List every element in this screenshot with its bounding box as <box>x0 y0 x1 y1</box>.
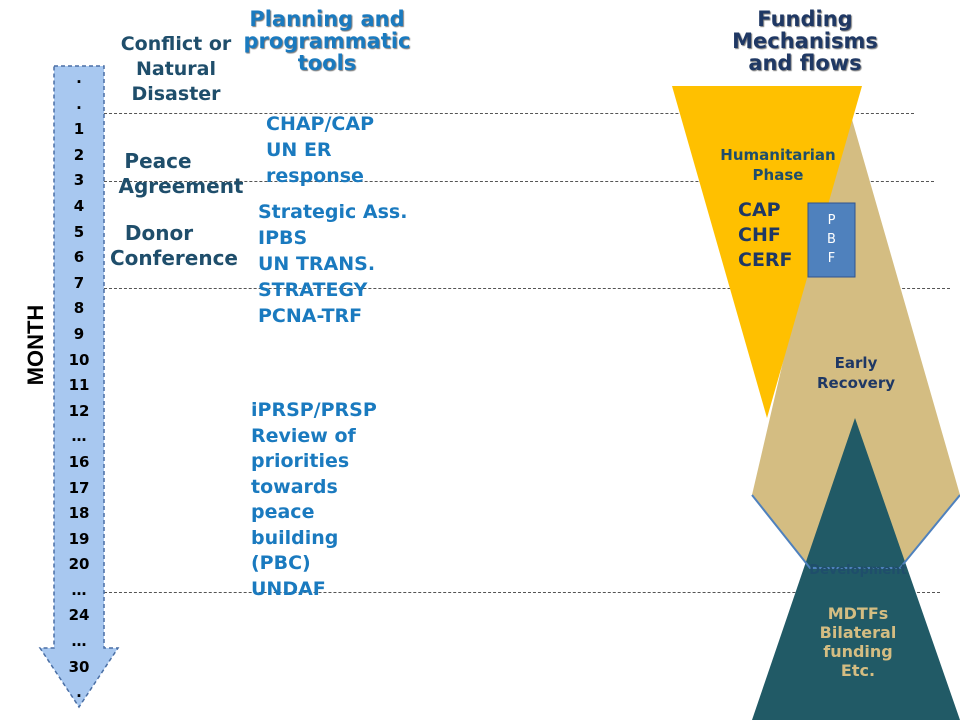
tool-line: CHAP/CAP <box>266 113 374 135</box>
tool-line: STRATEGY <box>258 279 368 301</box>
month-tick: 16 <box>68 452 90 471</box>
event-line: Conflict or <box>120 33 232 55</box>
label-line: Humanitarian <box>720 146 836 164</box>
event-line: Disaster <box>131 83 221 105</box>
tool-line: IPBS <box>258 227 308 249</box>
tool-line: UN ER <box>266 139 332 161</box>
month-tick: 30 <box>68 657 90 676</box>
month-tick: … <box>71 632 87 651</box>
month-tick: 17 <box>68 478 90 497</box>
event-conflict: Conflict or Natural Disaster <box>106 32 246 107</box>
month-tick: . <box>76 94 82 113</box>
humanitarian-phase-label: Humanitarian Phase <box>688 145 868 185</box>
month-tick: 20 <box>68 555 90 574</box>
development-mechanisms: MDTFs Bilateral funding Etc. <box>786 604 930 680</box>
tool-line: priorities <box>251 450 350 472</box>
month-tick: . <box>76 683 82 702</box>
month-tick: 1 <box>73 120 85 139</box>
tool-line: peace <box>251 501 315 523</box>
month-tick: 4 <box>73 196 85 215</box>
tool-line: towards <box>251 475 338 498</box>
pbf-letter: F <box>827 251 836 266</box>
funding-header-line: Mechanisms <box>732 29 878 53</box>
label-line: Phase <box>752 166 804 184</box>
mechanism-line: Etc. <box>840 661 876 680</box>
mechanism-line: Bilateral <box>819 623 897 642</box>
separator-line-undaf <box>104 592 940 593</box>
early-recovery-label: Early Recovery <box>796 353 916 393</box>
mechanism-line: CHF <box>738 224 781 246</box>
month-tick: 11 <box>68 376 90 395</box>
tools-iprsp: iPRSP/PRSP Review of priorities towards … <box>251 398 377 602</box>
month-tick: 12 <box>68 401 90 420</box>
pbf-letter: B <box>827 232 836 247</box>
month-tick: 3 <box>73 171 85 190</box>
month-tick: . <box>76 69 82 87</box>
month-tick: 5 <box>73 222 85 241</box>
event-peace-agreement: Peace Agreement <box>106 149 256 199</box>
month-tick: 8 <box>73 299 85 318</box>
label-line: Early <box>834 354 878 372</box>
planning-header-line: programmatic <box>243 29 411 53</box>
event-line: Agreement <box>118 174 244 198</box>
event-donor-conference: Donor Conference <box>104 221 244 271</box>
mechanism-line: MDTFs <box>827 604 889 623</box>
humanitarian-mechanisms: CAP CHF CERF <box>738 198 793 273</box>
month-tick: … <box>71 580 87 599</box>
humanitarian-triangle <box>672 86 862 418</box>
event-line: Donor <box>124 221 194 245</box>
month-tick: 9 <box>73 324 85 343</box>
planning-header: Planning and programmatic tools <box>232 8 422 74</box>
mechanism-line: funding <box>823 642 893 661</box>
tool-line: building <box>251 526 339 549</box>
tool-line: Review of <box>251 424 356 447</box>
month-tick: 6 <box>73 248 85 267</box>
tools-strategic: Strategic Ass. IPBS UN TRANS. STRATEGY P… <box>258 199 407 329</box>
month-tick: 19 <box>68 529 90 548</box>
tool-line: Strategic Ass. <box>258 201 408 223</box>
tool-line: UN TRANS. <box>258 253 376 275</box>
event-line: Conference <box>109 246 238 270</box>
tool-line: iPRSP/PRSP <box>251 399 377 421</box>
pbf-label: P B F <box>808 211 855 268</box>
funding-header: Funding Mechanisms and flows <box>710 8 900 74</box>
mechanism-line: CAP <box>738 199 781 221</box>
separator-line-peace <box>104 181 934 182</box>
tools-chap: CHAP/CAP UN ER response <box>266 111 374 189</box>
funding-header-line: Funding <box>757 7 853 31</box>
planning-header-line: tools <box>297 51 357 75</box>
month-tick: 24 <box>68 606 90 625</box>
mechanism-line: CERF <box>738 249 793 271</box>
early-recovery-shape <box>752 95 960 568</box>
recovery-development-connector <box>751 494 960 569</box>
event-line: Natural <box>135 58 217 80</box>
month-tick: 10 <box>68 350 90 369</box>
pbf-letter: P <box>827 213 836 228</box>
month-tick: 7 <box>73 273 85 292</box>
month-tick: 2 <box>73 145 85 164</box>
event-line: Peace <box>124 149 192 173</box>
separator-line-conflict <box>104 113 914 114</box>
funding-header-line: and flows <box>748 51 862 75</box>
planning-header-line: Planning and <box>249 7 405 31</box>
month-tick: 18 <box>68 504 90 523</box>
tool-line: PCNA-TRF <box>258 305 363 327</box>
month-tick: … <box>71 427 87 446</box>
development-label: Development <box>809 563 907 578</box>
tool-line: UNDAF <box>251 577 326 600</box>
tool-line: response <box>266 165 364 187</box>
pbf-box <box>807 202 856 278</box>
separator-line-donor <box>104 288 950 289</box>
label-line: Recovery <box>816 374 896 392</box>
tool-line: (PBC) <box>251 552 311 574</box>
